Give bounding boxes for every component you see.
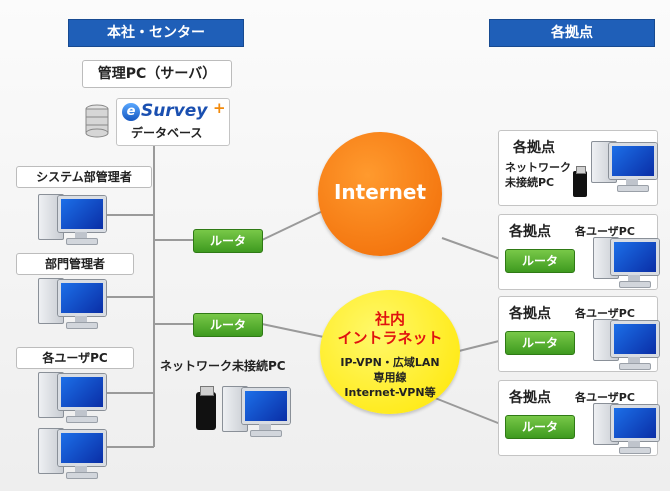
line-intranet-branch-3 bbox=[434, 397, 504, 426]
branch-router: ルータ bbox=[505, 249, 575, 273]
router-internet: ルータ bbox=[193, 229, 263, 253]
survey-logo-icon: e bbox=[122, 103, 140, 121]
branches-header: 各拠点 bbox=[489, 19, 655, 47]
role-label-system-admin: システム部管理者 bbox=[16, 166, 152, 188]
line-router1-internet bbox=[261, 209, 326, 241]
branch-router: ルータ bbox=[505, 331, 575, 355]
intranet-detail-3: Internet-VPN等 bbox=[344, 386, 436, 399]
role-label-dept-admin: 部門管理者 bbox=[16, 253, 134, 275]
router-intranet: ルータ bbox=[193, 313, 263, 337]
intranet-detail-2: 専用線 bbox=[373, 371, 407, 384]
branch-title: 各拠点 bbox=[509, 306, 551, 322]
branch-router: ルータ bbox=[505, 415, 575, 439]
offline-pc-label: ネットワーク未接続PC bbox=[160, 359, 286, 373]
intranet-title-2: イントラネット bbox=[337, 329, 443, 347]
database-icon bbox=[85, 104, 109, 138]
branch-title: 各拠点 bbox=[513, 140, 555, 156]
usb-key-icon bbox=[196, 386, 216, 430]
branch-title: 各拠点 bbox=[509, 224, 551, 240]
role-label-user-pc: 各ユーザPC bbox=[16, 347, 134, 369]
line-intranet-branch-2 bbox=[454, 339, 504, 353]
branch-panel-internet: 各拠点 各ユーザPC ルータ bbox=[498, 214, 659, 290]
server-label: 管理PC（サーバ） bbox=[82, 60, 232, 88]
branch-offline-label-2: 未接続PC bbox=[505, 176, 555, 189]
branch-offline-label-1: ネットワーク bbox=[505, 161, 571, 174]
computer-icon bbox=[593, 237, 659, 288]
branch-user-pc-label: 各ユーザPC bbox=[575, 307, 635, 320]
internet-label: Internet bbox=[333, 180, 427, 204]
internet-cloud bbox=[318, 132, 442, 256]
computer-icon bbox=[38, 194, 108, 245]
computer-icon bbox=[222, 386, 292, 437]
usb-key-icon bbox=[573, 166, 587, 197]
survey-logo-text: Survey bbox=[141, 101, 208, 121]
hq-header: 本社・センター bbox=[68, 19, 244, 47]
intranet-detail-1: IP-VPN・広域LAN bbox=[340, 356, 440, 369]
computer-icon bbox=[593, 319, 659, 370]
branch-panel-intranet-1: 各拠点 各ユーザPC ルータ bbox=[498, 296, 659, 372]
computer-icon bbox=[38, 278, 108, 329]
intranet-cloud bbox=[320, 290, 460, 414]
branch-user-pc-label: 各ユーザPC bbox=[575, 225, 635, 238]
branch-panel-intranet-2: 各拠点 各ユーザPC ルータ bbox=[498, 380, 659, 456]
plus-icon: + bbox=[213, 99, 226, 117]
branch-user-pc-label: 各ユーザPC bbox=[575, 391, 635, 404]
computer-icon bbox=[591, 141, 657, 192]
intranet-title-1: 社内 bbox=[374, 310, 405, 328]
db-label: データベース bbox=[131, 126, 203, 140]
survey-database-box: e Survey + データベース bbox=[116, 98, 230, 146]
line-internet-branch bbox=[441, 237, 504, 261]
computer-icon bbox=[593, 403, 659, 454]
branch-panel-offline: 各拠点 ネットワーク 未接続PC bbox=[498, 130, 658, 206]
branch-title: 各拠点 bbox=[509, 390, 551, 406]
computer-icon bbox=[38, 372, 108, 423]
computer-icon bbox=[38, 428, 108, 479]
